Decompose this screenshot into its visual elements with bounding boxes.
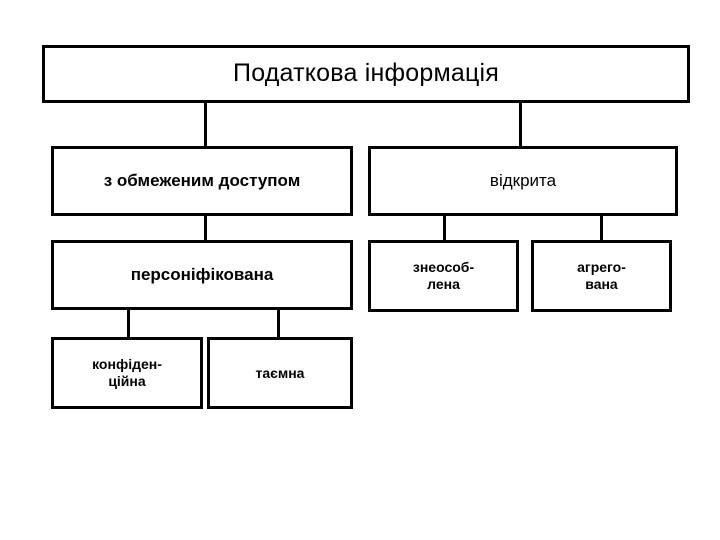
- node-root-tax-information[interactable]: Податкова інформація: [42, 45, 690, 103]
- connector-open-to-depersonalized: [443, 213, 446, 241]
- connector-root-to-open: [519, 100, 522, 147]
- node-confidential[interactable]: конфіден- ційна: [51, 337, 203, 409]
- connector-personified-to-secret: [277, 309, 280, 337]
- node-personified[interactable]: персоніфікована: [51, 240, 353, 310]
- connector-restricted-to-personified: [204, 213, 207, 241]
- node-restricted-access[interactable]: з обмеженим доступом: [51, 146, 353, 216]
- node-secret[interactable]: таємна: [207, 337, 353, 409]
- node-open[interactable]: відкрита: [368, 146, 678, 216]
- connector-root-to-restricted: [204, 100, 207, 147]
- node-aggregated[interactable]: агрего- вана: [531, 240, 672, 312]
- connector-open-to-aggregated: [600, 213, 603, 241]
- connector-personified-to-confidential: [127, 309, 130, 337]
- node-depersonalized[interactable]: знеособ- лена: [368, 240, 519, 312]
